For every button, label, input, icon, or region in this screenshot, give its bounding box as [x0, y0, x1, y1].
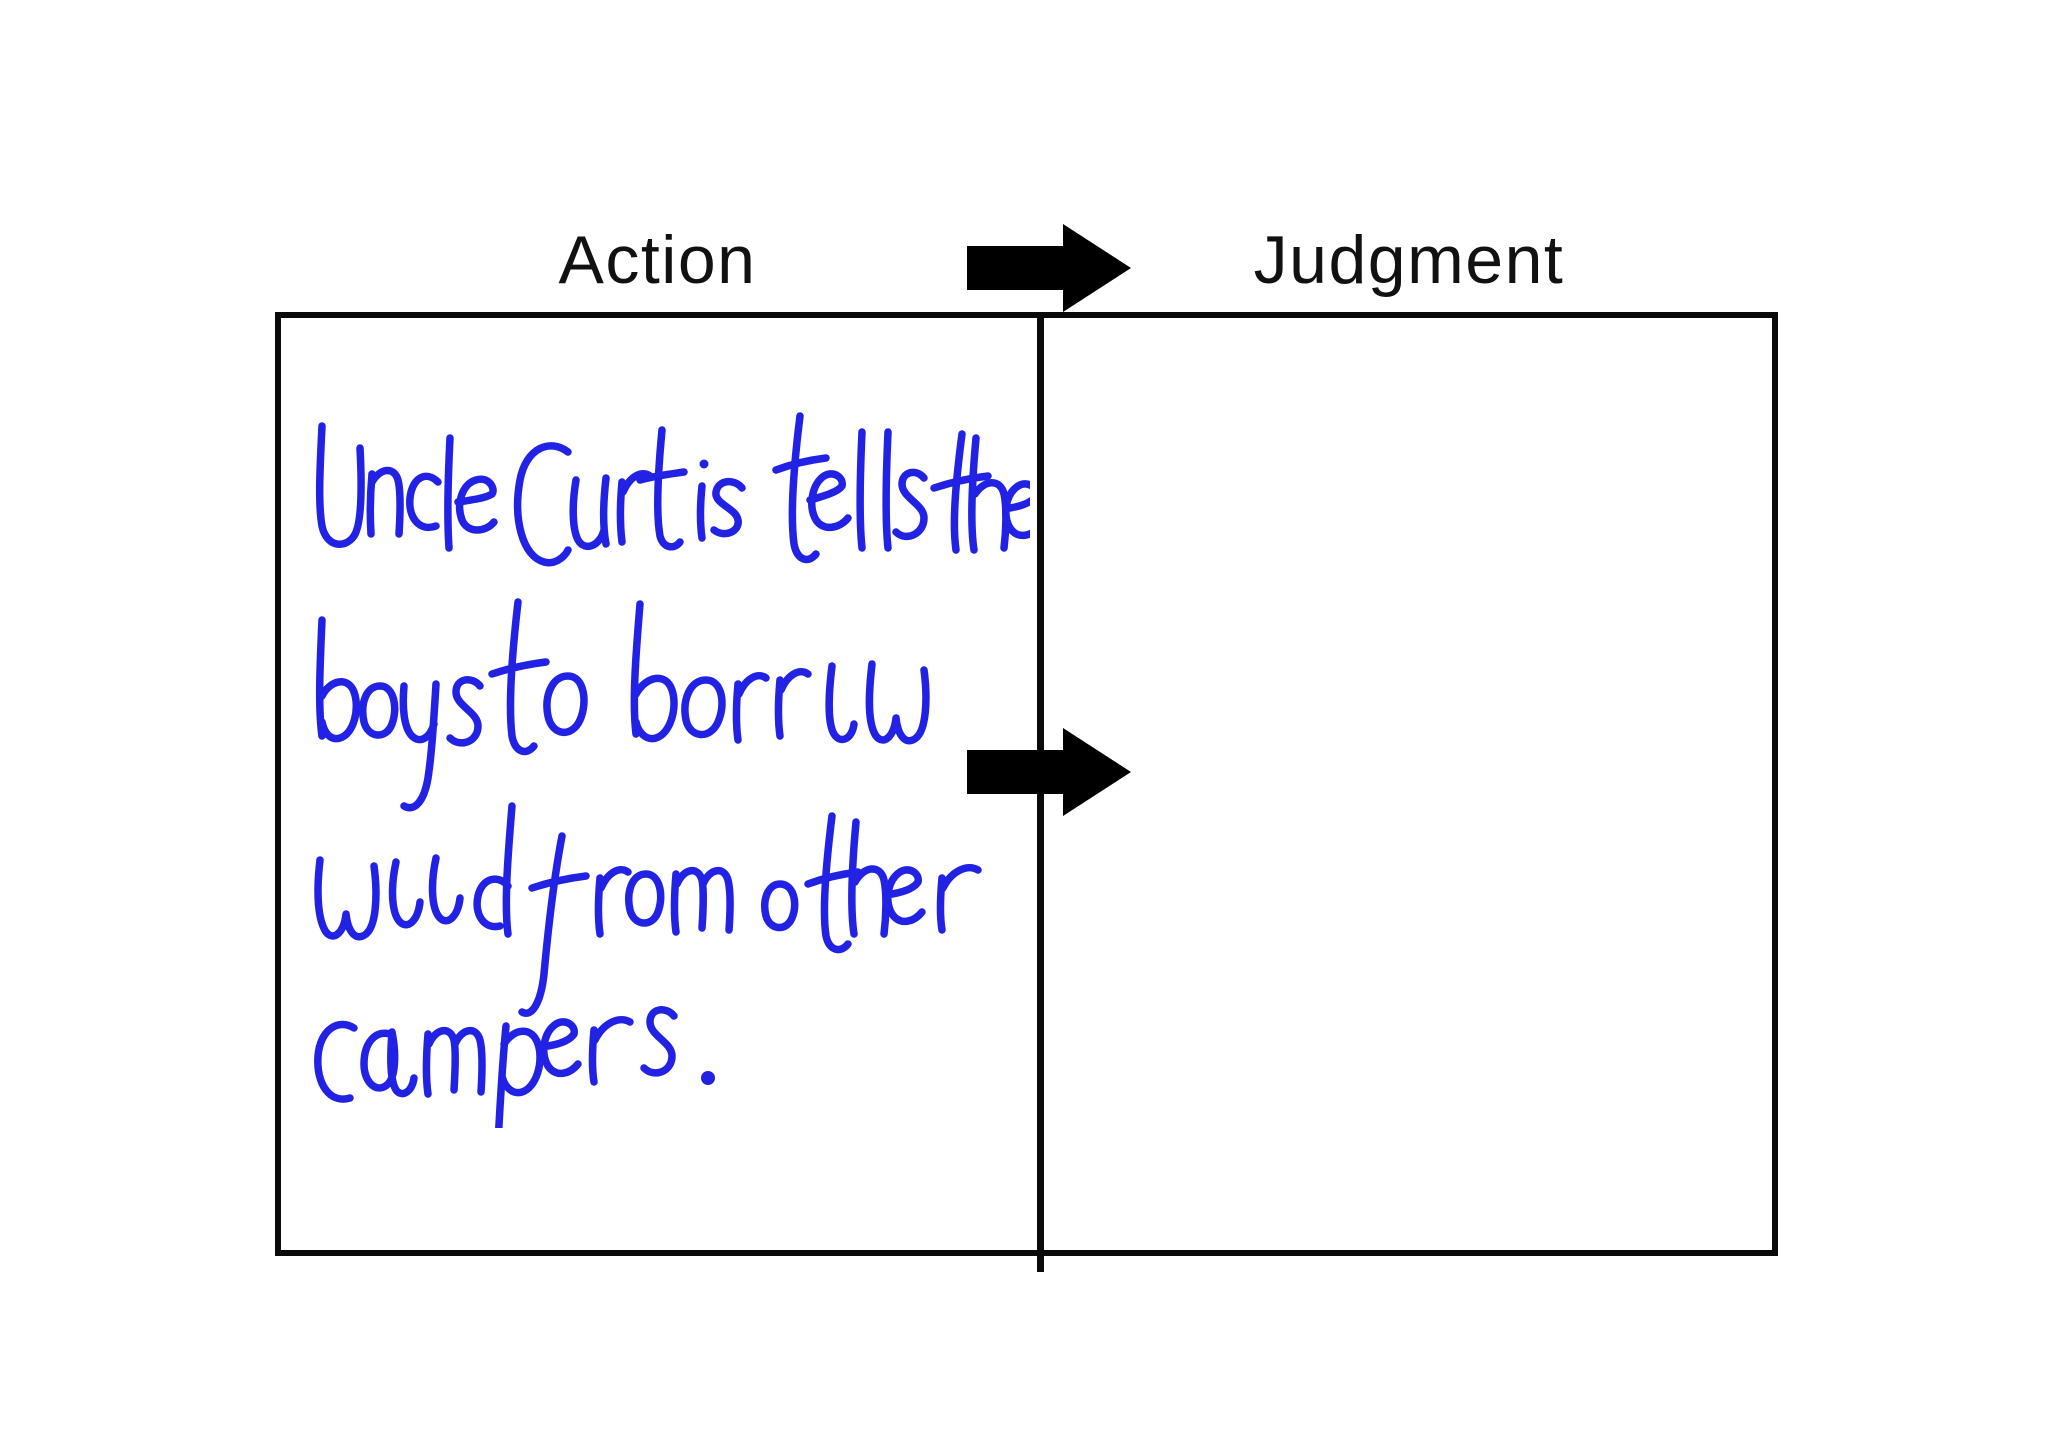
handwriting-line-3-text: wood from other: [0, 0, 1, 1]
right-arrow-icon: [967, 728, 1131, 816]
cell-action[interactable]: [275, 312, 1044, 1256]
column-headings-row: Action Judgment: [275, 208, 1778, 312]
column-heading-action: Action: [558, 222, 757, 298]
handwriting-line-1-text: Uncle Curtis tells the: [0, 0, 1, 1]
right-arrow-icon: [967, 224, 1131, 312]
cell-judgment[interactable]: [1044, 312, 1778, 1256]
handwriting-line-4-text: campers.: [0, 0, 1, 1]
column-heading-judgment: Judgment: [1253, 222, 1565, 298]
handwriting-line-2-text: boys to borrow: [0, 0, 1, 1]
